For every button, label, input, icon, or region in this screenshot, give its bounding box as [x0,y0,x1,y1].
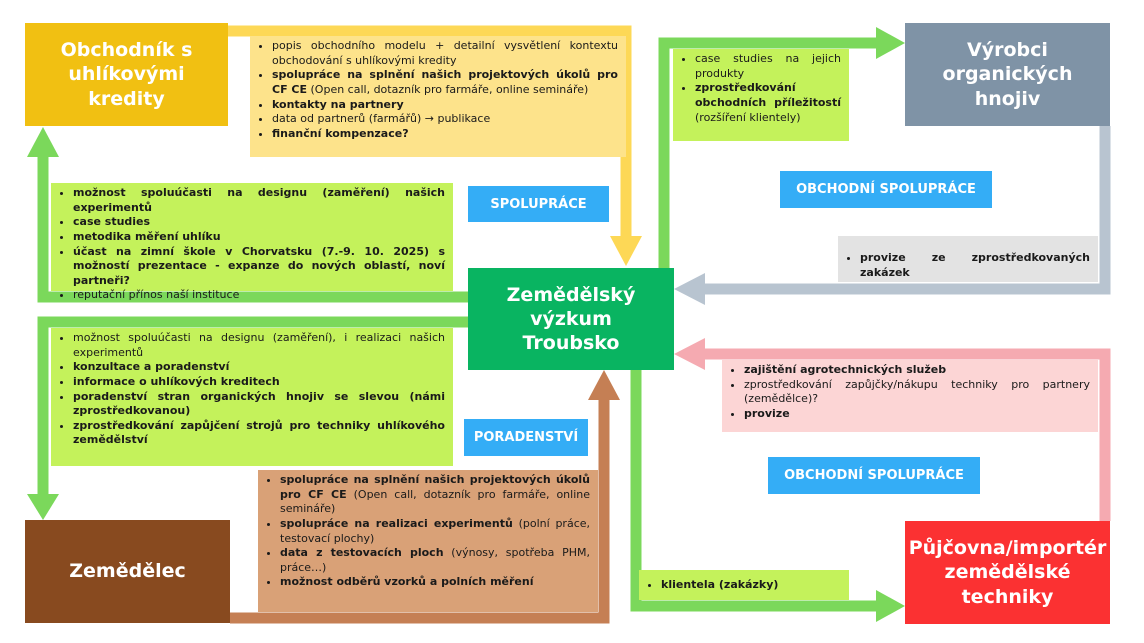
note-bullet-bold-text: spolupráce na realizaci experimentů [280,516,513,530]
note-bullet-text: zprostředkování zapůjčky/nákupu techniky… [744,377,1090,406]
tag-obchodni-spoluprace-bottom: OBCHODNÍ SPOLUPRÁCE [768,457,980,494]
note-bullet-item: reputační přínos naší instituce [73,288,445,303]
note-bullet-list: zajištění agrotechnických služebzprostře… [730,363,1090,422]
note-bullet-item: informace o uhlíkových kreditech [73,375,445,390]
note-bullet-item: klientela (zakázky) [661,578,841,593]
tag-spoluprace: SPOLUPRÁCE [468,186,609,222]
arrow-head-center-to-rental [876,590,905,622]
note-bullet-item: case studies [73,215,445,230]
note-bullet-text: reputační přínos naší instituce [73,288,240,302]
note-bullet-item: účast na zimní škole v Chorvatsku (7.-9.… [73,245,445,289]
note-bullet-bold-text: možnost odběrů vzorků a polních měření [280,575,534,589]
note-center-to-producer: case studies na jejich produktyzprostřed… [673,49,849,141]
note-bullet-text: (polní práce, testovací plochy) [280,516,591,545]
note-bullet-bold-text: provize ze zprostředkovaných zakázek [860,251,1090,279]
note-bullet-bold-text: zprostředkování zapůjčení strojů pro tec… [73,418,445,447]
note-bullet-text: case studies na jejich produkty [695,52,841,80]
note-bullet-list: spolupráce na splnění našich projektovýc… [266,473,590,590]
note-bullet-item: finanční kompenzace? [272,127,618,142]
arrow-head-trader-to-center [610,236,642,266]
note-bullet-item: zprostředkování zapůjčky/nákupu techniky… [744,378,1090,407]
note-bullet-list: klientela (zakázky) [647,578,841,593]
note-bullet-bold-text: spolupráce na splnění našich projektovýc… [280,473,590,501]
note-bullet-item: spolupráce na splnění našich projektovýc… [280,473,590,517]
node-trader: Obchodník s uhlíkovými kredity [25,23,228,126]
note-center-to-rental: klientela (zakázky) [639,570,849,600]
note-bullet-bold-text: spolupráce na splnění našich projektovýc… [272,68,618,96]
note-bullet-bold-text: data z testovacích ploch [280,546,444,560]
note-bullet-list: provize ze zprostředkovaných zakázek [846,251,1090,280]
note-bullet-bold-text: informace o uhlíkových kreditech [73,374,280,388]
arrow-center-to-producer [658,37,880,268]
note-rental-to-center: zajištění agrotechnických služebzprostře… [722,360,1098,432]
arrow-center-to-farmer [37,316,468,496]
note-bullet-item: zprostředkování obchodních příležitostí … [695,81,841,125]
arrow-head-producer-to-center [674,273,705,305]
note-producer-to-center: provize ze zprostředkovaných zakázek [838,236,1098,282]
note-bullet-item: provize ze zprostředkovaných zakázek [860,251,1090,280]
note-bullet-list: popis obchodního modelu + detailní vysvě… [258,39,618,141]
note-bullet-item: možnost odběrů vzorků a polních měření [280,575,590,590]
arrow-head-rental-to-center [674,338,705,370]
note-bullet-item: data z testovacích ploch (výnosy, spotře… [280,546,590,575]
note-bullet-text: (výnosy, spotřeba PHM, práce…) [280,546,590,574]
node-center: Zemědělský výzkum Troubsko [468,268,674,370]
note-bullet-text: (rozšíření klientely) [695,110,801,124]
arrow-producer-to-center [702,126,1111,295]
arrow-rental-to-center [702,348,1111,521]
note-bullet-bold-text: konzultace a poradenství [73,360,230,374]
note-bullet-list: case studies na jejich produktyzprostřed… [681,52,841,125]
note-trader-to-center: popis obchodního modelu + detailní vysvě… [250,36,626,157]
node-producer: Výrobci organických hnojiv [905,23,1110,126]
arrow-trader-to-center [228,25,632,238]
note-bullet-item: zprostředkování zapůjčení strojů pro tec… [73,419,445,448]
note-bullet-item: možnost spoluúčasti na designu (zaměření… [73,186,445,215]
note-bullet-item: provize [744,407,1090,422]
note-bullet-item: spolupráce na splnění našich projektovýc… [272,68,618,97]
note-bullet-bold-text: finanční kompenzace? [272,126,409,140]
node-rental: Půjčovna/importér zemědělské techniky [905,521,1110,624]
note-bullet-bold-text: účast na zimní škole v Chorvatsku (7.-9.… [73,244,445,287]
arrow-head-center-to-producer [876,27,905,59]
note-bullet-bold-text: zprostředkování obchodních příležitostí [695,81,841,109]
tag-obchodni-spoluprace-top: OBCHODNÍ SPOLUPRÁCE [780,171,992,208]
arrow-head-farmer-to-center [588,370,620,400]
tag-poradenstvi: PORADENSTVÍ [464,419,588,456]
note-bullet-item: kontakty na partnery [272,98,618,113]
note-bullet-item: metodika měření uhlíku [73,230,445,245]
note-bullet-text: data od partnerů (farmářů) → publikace [272,112,491,126]
note-bullet-text: (Open call, dotazník pro farmáře, online… [307,82,589,96]
node-farmer: Zemědělec [25,520,230,623]
note-bullet-item: popis obchodního modelu + detailní vysvě… [272,39,618,68]
arrow-center-to-rental [630,370,880,612]
arrow-head-center-to-farmer [27,494,59,520]
note-bullet-text: možnost spoluúčasti na designu (zaměření… [73,331,445,359]
note-bullet-bold-text: zajištění agrotechnických služeb [744,363,947,376]
note-bullet-bold-text: kontakty na partnery [272,97,404,111]
note-bullet-item: case studies na jejich produkty [695,52,841,81]
note-bullet-text: (Open call, dotazník pro farmáře, online… [280,487,590,516]
note-center-to-farmer: možnost spoluúčasti na designu (zaměření… [51,328,453,466]
note-bullet-bold-text: case studies [73,215,151,229]
note-bullet-item: poradenství stran organických hnojiv se … [73,390,445,419]
note-bullet-item: spolupráce na realizaci experimentů (pol… [280,517,590,546]
note-bullet-bold-text: možnost spoluúčasti na designu (zaměření… [73,186,445,214]
note-bullet-bold-text: metodika měření uhlíku [73,229,221,243]
arrow-head-center-to-trader [27,127,59,157]
note-bullet-bold-text: provize [744,406,790,420]
note-bullet-item: konzultace a poradenství [73,360,445,375]
note-bullet-item: zajištění agrotechnických služeb [744,363,1090,378]
note-bullet-item: data od partnerů (farmářů) → publikace [272,112,618,127]
note-center-to-trader: možnost spoluúčasti na designu (zaměření… [51,183,453,301]
arrow-farmer-to-center [230,397,610,624]
note-bullet-bold-text: klientela (zakázky) [661,578,779,591]
note-bullet-text: popis obchodního modelu + detailní vysvě… [272,39,618,67]
note-bullet-list: možnost spoluúčasti na designu (zaměření… [59,331,445,448]
arrow-center-to-trader [37,155,468,303]
note-bullet-list: možnost spoluúčasti na designu (zaměření… [59,186,445,303]
note-bullet-item: možnost spoluúčasti na designu (zaměření… [73,331,445,360]
note-bullet-bold-text: poradenství stran organických hnojiv se … [73,389,445,418]
note-farmer-to-center: spolupráce na splnění našich projektovýc… [258,470,598,612]
